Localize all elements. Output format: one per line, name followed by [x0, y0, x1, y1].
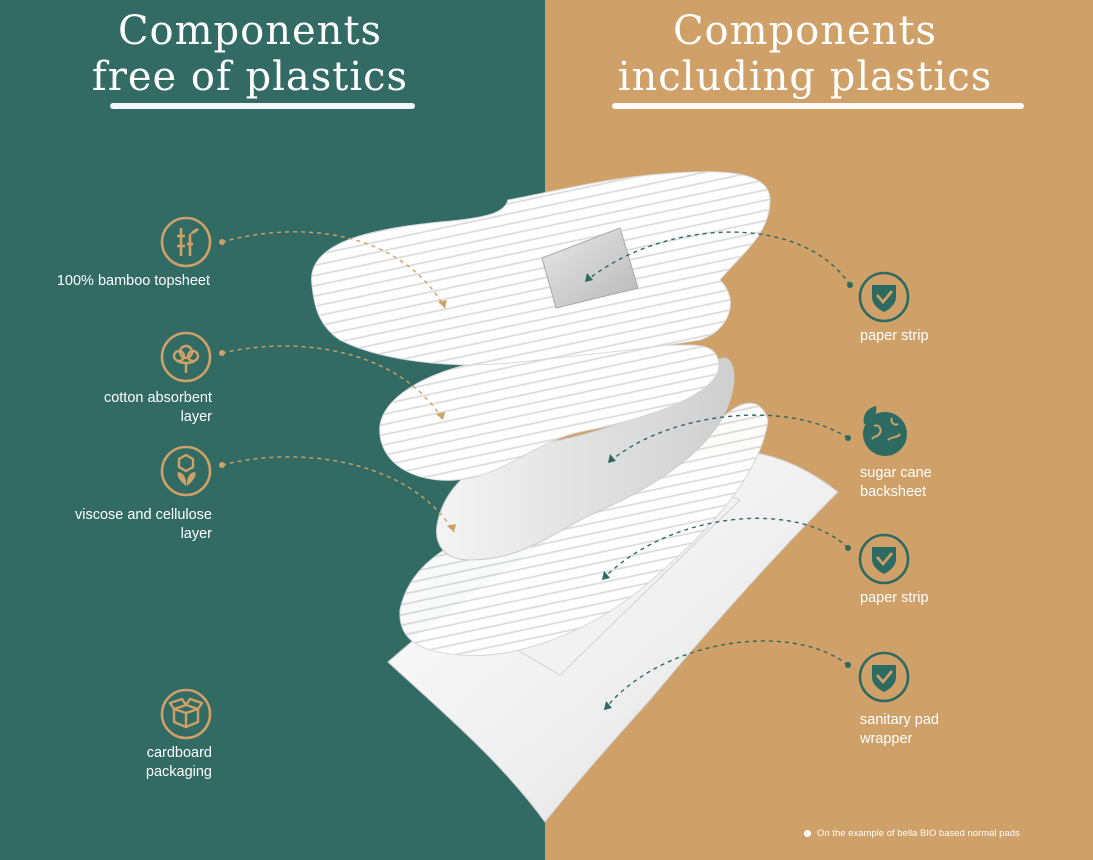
right-title-underline [612, 103, 1024, 109]
left-label-4: cardboard packaging [20, 744, 212, 782]
left-label-2: cotton absorbent layer [20, 389, 212, 427]
right-label-1: paper strip [860, 327, 1060, 346]
left-label-3-line1: viscose and cellulose [74, 507, 212, 523]
right-label-4-line2: wrapper [860, 731, 913, 747]
right-title: Components including plastics [595, 8, 1015, 100]
bamboo-icon [160, 216, 212, 268]
upper-paper-strip-shape [541, 227, 639, 309]
cotton-icon [160, 331, 212, 383]
right-label-4-line1: sanitary pad [860, 712, 939, 728]
left-label-1: 100% bamboo topsheet [20, 272, 210, 291]
right-label-4: sanitary pad wrapper [860, 711, 1060, 749]
left-title-line2: free of plastics [91, 54, 409, 100]
right-label-2-line2: backsheet [860, 484, 927, 500]
right-label-2-line1: sugar cane [860, 465, 932, 481]
footnote-text: On the example of bella BIO based normal… [817, 828, 1020, 839]
left-label-4-line1: cardboard [146, 745, 212, 761]
left-arrowheads [219, 239, 456, 532]
globe-leaf-icon [863, 406, 907, 456]
right-label-1-line1: paper strip [860, 328, 929, 344]
left-title-line1: Components [117, 8, 383, 54]
right-title-line2: including plastics [617, 54, 993, 100]
left-title: Components free of plastics [40, 8, 460, 100]
footnote-bullet [804, 829, 811, 837]
footnote: On the example of bella BIO based normal… [804, 828, 1020, 839]
right-label-3: paper strip [860, 589, 1060, 608]
left-label-3-line2: layer [180, 526, 212, 542]
right-label-2: sugar cane backsheet [860, 464, 1060, 502]
right-arrowheads [585, 273, 853, 710]
right-label-3-line1: paper strip [860, 590, 929, 606]
topsheet-layer-shape [311, 171, 771, 366]
left-label-1-line1: 100% bamboo topsheet [56, 273, 210, 289]
left-label-4-line2: packaging [145, 764, 212, 780]
left-connector-arrows [221, 231, 455, 533]
shield-check-icon [858, 651, 910, 703]
shield-check-icon [858, 271, 910, 323]
cardboard-box-icon [160, 688, 212, 740]
left-title-underline [110, 103, 415, 109]
left-label-2-line2: layer [180, 409, 212, 425]
shield-check-icon [858, 533, 910, 585]
cellulose-leaf-icon [160, 445, 212, 497]
left-label-3: viscose and cellulose layer [20, 506, 212, 544]
right-connector-arrows [584, 231, 851, 711]
right-title-line1: Components [672, 8, 938, 54]
left-label-2-line1: cotton absorbent [103, 390, 212, 406]
